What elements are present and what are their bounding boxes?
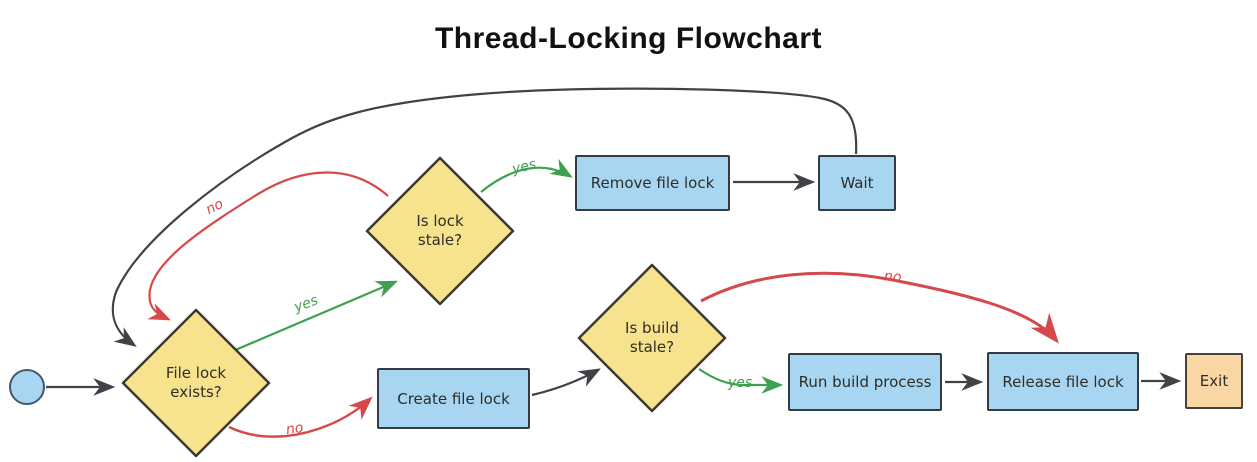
node-exit: Exit bbox=[1185, 353, 1243, 409]
edge-create-file-lock-to-is-build-stale bbox=[531, 368, 601, 397]
node-label: Is lock stale? bbox=[416, 212, 464, 249]
edge-file-lock-exists-yes bbox=[232, 280, 399, 353]
node-file-lock-exists: File lock exists? bbox=[121, 308, 271, 458]
node-is-lock-stale: Is lock stale? bbox=[365, 156, 515, 306]
node-label: Exit bbox=[1199, 372, 1229, 390]
edge-label-file-lock-no: no bbox=[284, 419, 305, 439]
node-label: File lock exists? bbox=[165, 364, 227, 401]
node-run-build-process: Run build process bbox=[788, 353, 942, 411]
node-release-file-lock: Release file lock bbox=[987, 352, 1139, 411]
edge-is-lock-stale-no bbox=[147, 171, 389, 321]
node-remove-file-lock: Remove file lock bbox=[575, 155, 730, 211]
edge-label-build-stale-yes: yes bbox=[728, 375, 753, 391]
edge-label-build-stale-no: no bbox=[883, 268, 902, 286]
edge-is-build-stale-yes bbox=[698, 368, 784, 394]
node-is-build-stale: Is build stale? bbox=[577, 263, 727, 413]
diamond-shape bbox=[365, 156, 515, 306]
edge-file-lock-exists-no bbox=[228, 396, 373, 438]
chart-title: Thread-Locking Flowchart bbox=[434, 22, 823, 55]
edge-wait-to-file-lock-exists bbox=[111, 87, 858, 347]
node-label: Create file lock bbox=[397, 389, 510, 408]
diamond-shape bbox=[121, 308, 271, 458]
node-start bbox=[9, 369, 45, 405]
node-label: Wait bbox=[840, 174, 874, 192]
edge-is-lock-stale-yes bbox=[480, 158, 573, 193]
node-label: Run build process bbox=[798, 373, 932, 391]
node-wait: Wait bbox=[818, 155, 896, 211]
diamond-shape bbox=[577, 263, 727, 413]
edge-is-build-stale-no bbox=[700, 271, 1059, 344]
node-label: Release file lock bbox=[1002, 372, 1124, 391]
node-label: Is build stale? bbox=[625, 319, 679, 356]
node-create-file-lock: Create file lock bbox=[377, 368, 530, 429]
node-label: Remove file lock bbox=[590, 174, 715, 192]
